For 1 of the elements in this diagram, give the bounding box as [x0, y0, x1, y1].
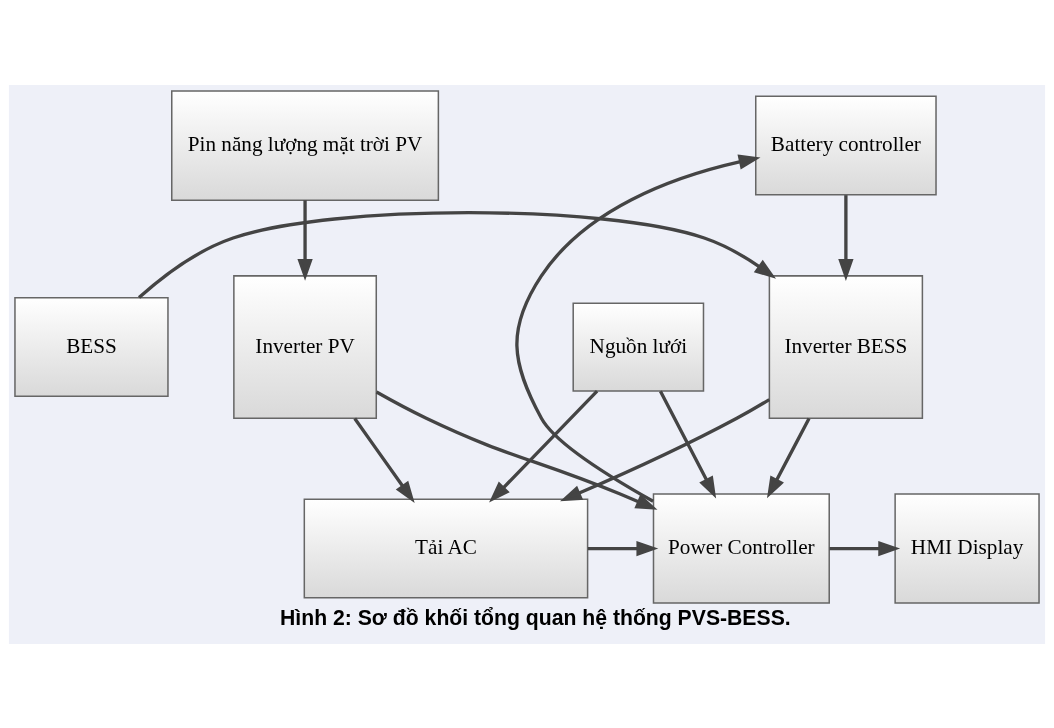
caption: Hình 2: Sơ đồ khối tổng quan hệ thống PVS-BESS. [280, 605, 791, 629]
